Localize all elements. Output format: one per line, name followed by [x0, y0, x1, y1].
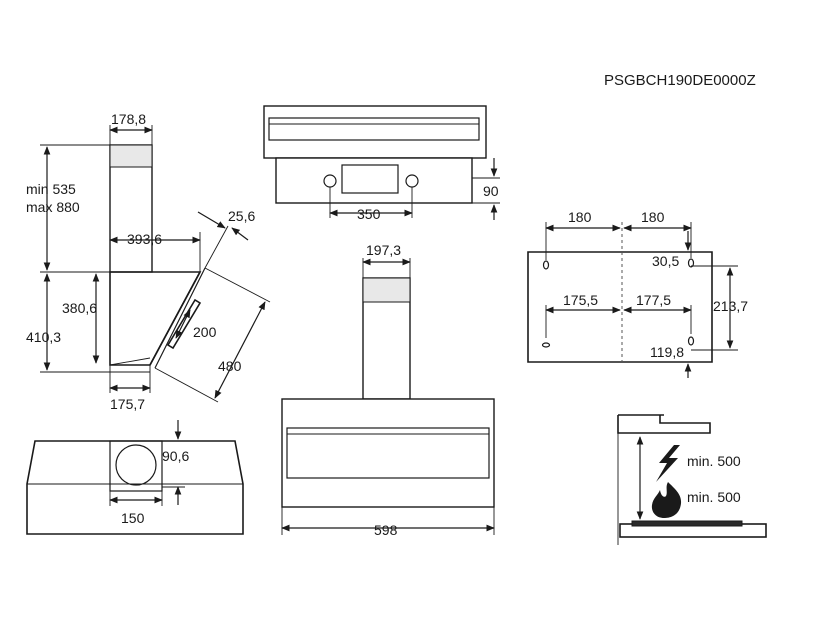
side-glass-panel — [149, 271, 201, 366]
top-front-panel — [263, 105, 487, 159]
side-body — [109, 271, 202, 366]
front-view: 197,3 598 — [281, 242, 495, 538]
bottom-outlet — [115, 444, 157, 486]
bottom-outlet-frame — [109, 440, 163, 492]
dim-top-holes-span: 350 — [357, 206, 381, 222]
clearance-electric-label: min. 500 — [687, 453, 741, 469]
dim-side-height-min: min 535 — [26, 181, 76, 197]
dim-side-glass-length: 480 — [218, 358, 242, 374]
lightning-icon — [656, 445, 680, 482]
dim-mount-left-upper: 180 — [568, 209, 592, 225]
dim-mount-right-upper: 180 — [641, 209, 665, 225]
dim-outlet-offset: 150 — [121, 510, 145, 526]
mount-plate — [527, 251, 713, 363]
dim-mount-right-lower-offset: 119,8 — [650, 344, 684, 360]
mounting-view: 180 180 30,5 213,7 175,5 177,5 119,8 — [527, 209, 748, 378]
front-body — [281, 398, 495, 508]
dim-top-depth: 90 — [483, 183, 499, 199]
flame-icon — [651, 482, 682, 518]
dim-side-depth: 393,6 — [127, 231, 162, 247]
dim-front-width: 598 — [374, 522, 398, 538]
top-view: 350 90 — [263, 105, 500, 222]
dim-mount-right-lower: 177,5 — [636, 292, 671, 308]
product-code: PSGBCH190DE0000Z — [604, 72, 756, 89]
dim-mount-right-upper-offset: 30,5 — [652, 253, 679, 269]
dim-mount-vertical-span: 213,7 — [713, 298, 748, 314]
clearance-view: min. 500 min. 500 — [617, 414, 767, 545]
dim-side-tilt: 25,6 — [228, 208, 255, 224]
dim-mount-left-lower: 175,5 — [563, 292, 598, 308]
bottom-view: 90,6 150 — [26, 420, 244, 535]
dim-outlet-diameter: 90,6 — [162, 448, 189, 464]
side-chimney-band — [109, 144, 153, 168]
dim-front-chimney-width: 197,3 — [366, 242, 401, 258]
top-outlet — [341, 164, 399, 194]
side-view: 178,8 min 535 max 880 393,6 25,6 380,6 4… — [26, 111, 271, 412]
dim-side-chimney-width: 178,8 — [111, 111, 146, 127]
dim-side-total-height: 410,3 — [26, 329, 61, 345]
dim-side-height-max: max 880 — [26, 199, 80, 215]
dim-side-bottom-depth: 175,7 — [110, 396, 145, 412]
dim-side-lower-height: 380,6 — [62, 300, 97, 316]
clearance-hood — [617, 415, 711, 434]
dim-side-handle: 200 — [193, 324, 217, 340]
clearance-gas-label: min. 500 — [687, 489, 741, 505]
